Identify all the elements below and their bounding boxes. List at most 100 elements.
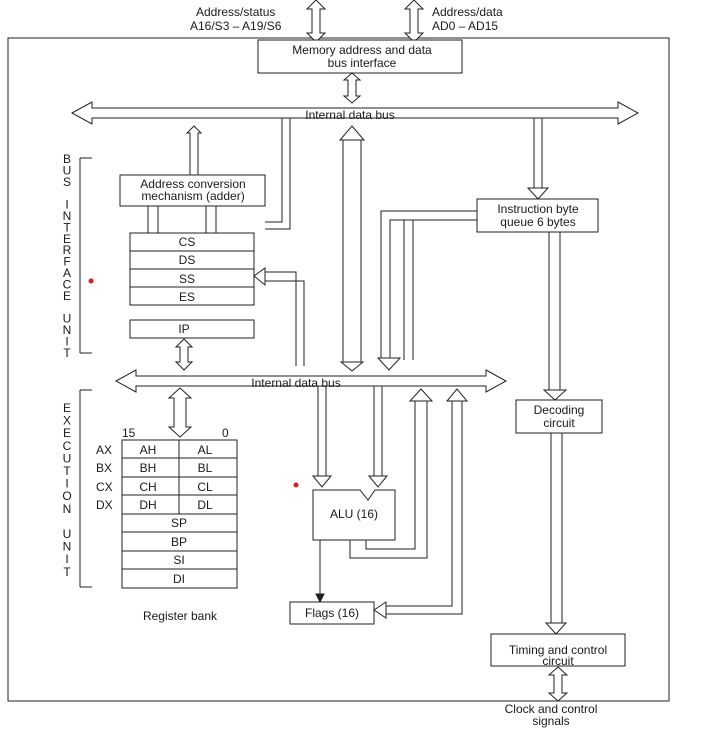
decoding-to-timing-arrow [544,622,568,635]
reg-dh: DH [139,498,156,512]
eu-letter: O [62,489,71,503]
adder-to-bus-arrow [185,125,203,176]
segment-ds: DS [179,253,196,267]
reg-si: SI [173,553,184,567]
alu-output-arrow [408,388,434,402]
address-conversion-label-1: Address conversion [140,177,245,191]
bus-to-queue-arrow [526,187,550,200]
timing-box [490,633,626,667]
clock-label-2: signals [532,714,569,728]
queue-to-bus-wire-2 [403,220,414,360]
reg-dx-name: DX [96,498,113,512]
outer-frame [7,37,670,702]
timing-label-1: Timing and control [509,643,607,657]
address-status-arrow [305,0,327,43]
register-bank-caption: Register bank [143,609,218,623]
adder-to-segment-wires [147,206,217,233]
biu-letter: A [63,266,71,280]
eu-letter: N [63,540,72,554]
biu-letter: B [63,152,71,166]
bus-link-bottom-arrow [339,361,365,372]
bus-to-register-arrow [167,387,193,438]
eu-letter: X [63,414,71,428]
biu-letter: U [63,312,72,326]
reg-ch: CH [139,480,156,494]
bus-to-alu-wire-left [317,386,327,477]
eu-letter: E [63,426,71,440]
decoding-box [515,399,603,434]
segment-ss: SS [179,272,195,286]
flags-box [289,601,375,625]
reg-cl: CL [197,480,213,494]
biu-letter: S [63,175,71,189]
flags-to-bus-wire [385,400,463,615]
reg-di: DI [173,572,185,586]
timing-label-2: circuit [542,654,574,668]
queue-to-decoding-wire [548,232,561,392]
biu-letter: I [65,198,68,212]
bus-to-alu-arrow-right [367,475,389,488]
reg-dl: DL [197,498,213,512]
bit-high-label: 15 [122,426,136,440]
reg-al: AL [198,443,213,457]
marker-dot-eu [293,482,299,488]
register-bank: 15 0 AX AH AL BX BH BL CX CH CL DX DH DL… [96,426,238,589]
segment-cs: CS [179,235,196,249]
reg-bl: BL [198,461,213,475]
memory-interface-label-1: Memory address and data [292,43,432,57]
bus-link-wires [342,140,362,364]
ip-box [129,319,255,339]
biu-letter: I [65,334,68,348]
biu-letter: E [63,289,71,303]
internal-bus-top-label: Internal data bus [305,108,394,122]
memory-to-bus-arrow [342,72,362,104]
bus-to-alu-wire-right [373,386,383,477]
queue-to-decoding-arrow [542,389,568,401]
alu-output-wire [349,400,428,559]
instruction-queue-label-1: Instruction byte [497,202,579,216]
memory-interface-box [257,39,463,74]
flags-left-arrow [373,601,387,619]
eu-letter: U [63,527,72,541]
biu-letter: U [63,163,72,177]
decoding-label-1: Decoding [534,403,585,417]
address-data-arrow [403,0,425,43]
biu-letter: T [63,220,71,234]
biu-letter: E [63,232,71,246]
alu-box [312,489,396,541]
biu-letter: N [63,323,72,337]
address-status-pins: A16/S3 – A19/S6 [190,19,282,33]
eu-letter: E [63,401,71,415]
flags-label: Flags (16) [305,606,359,620]
reg-cx-name: CX [96,480,113,494]
reg-ah: AH [140,443,157,457]
internal-bus-top [70,101,640,125]
decoding-to-timing-wire [550,433,563,625]
address-data-pins: AD0 – AD15 [432,19,498,33]
biu-letter: T [63,346,71,360]
eu-letter: T [63,464,71,478]
eu-letter: T [63,565,71,579]
queue-to-bus-wire [380,210,477,360]
timing-to-clock-arrow [547,666,569,702]
eu-letter: N [63,502,72,516]
eu-letter: C [63,439,72,453]
address-data-label: Address/data [432,5,503,19]
alu-to-flags-arrow [315,593,325,604]
segment-es: ES [179,290,195,304]
reg-sp: SP [171,516,187,530]
alu-label: ALU (16) [330,507,378,521]
eu-letter: I [65,477,68,491]
segment-arrowhead [253,267,266,287]
eu-letter: U [63,451,72,465]
reg-ax-name: AX [96,443,112,457]
instruction-queue-label-2: queue 6 bytes [500,215,575,229]
address-status-label: Address/status [196,5,275,19]
biu-letter: F [63,255,70,269]
address-conversion-box [119,174,266,207]
reg-bh: BH [140,461,157,475]
marker-dot-biu [88,278,94,284]
